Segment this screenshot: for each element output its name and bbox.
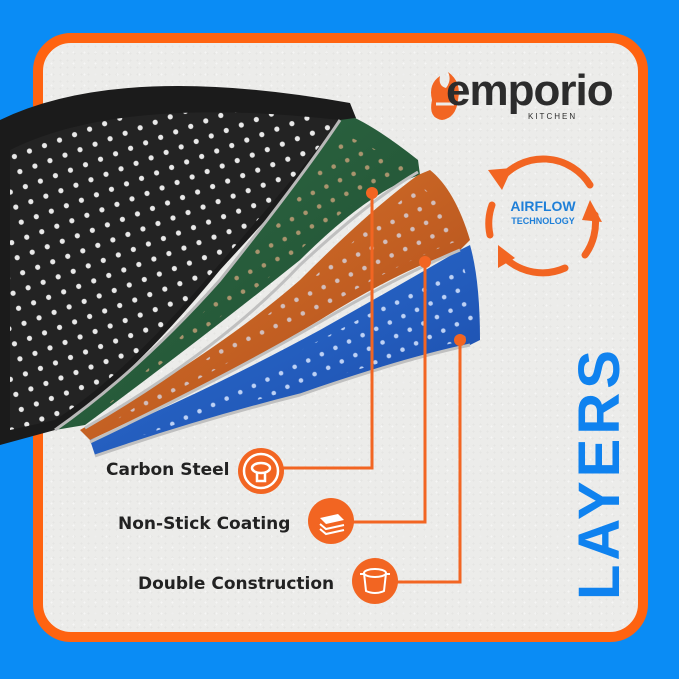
feature-label-carbon-steel: Carbon Steel: [106, 460, 230, 480]
stacked-sheets-icon: [308, 498, 354, 544]
connector-lines: [275, 193, 462, 584]
airflow-subtitle: TECHNOLOGY: [511, 216, 575, 226]
airflow-title: AIRFLOW: [510, 198, 576, 214]
layers-heading: LAYERS: [567, 346, 632, 600]
brand-name: emporio: [446, 66, 614, 115]
brand-subtitle: KITCHEN: [528, 112, 578, 121]
blue-pan-layer: [90, 245, 480, 455]
brand-logo: emporio KITCHEN: [418, 66, 618, 132]
pan-cylinder-icon: [352, 558, 398, 604]
airflow-badge: AIRFLOW TECHNOLOGY: [478, 143, 608, 273]
carbon-steel-icon: [238, 448, 284, 494]
emporio-flame-logo-icon: [431, 72, 459, 120]
feature-label-double-construction: Double Construction: [138, 574, 335, 594]
feature-label-non-stick-coating: Non-Stick Coating: [118, 514, 291, 534]
